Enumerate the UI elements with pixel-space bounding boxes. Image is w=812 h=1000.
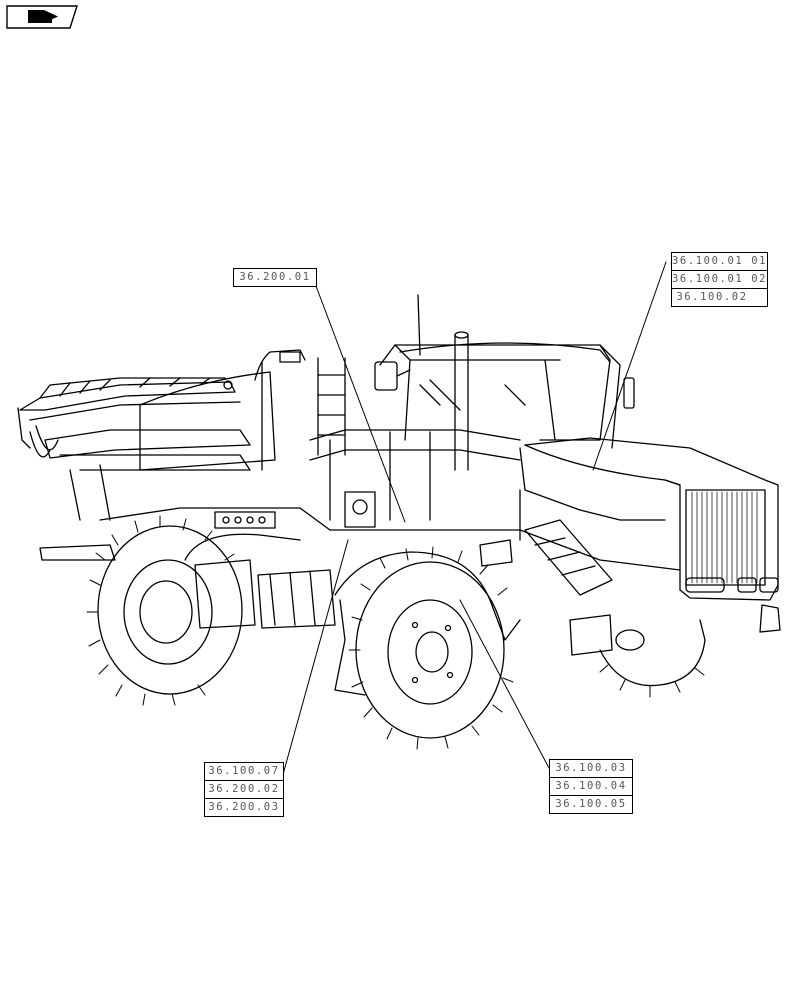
navigate-arrow-icon[interactable] xyxy=(6,5,78,29)
ref-36-200-02[interactable]: 36.200.02 xyxy=(205,781,283,799)
ref-36-100-05[interactable]: 36.100.05 xyxy=(555,798,627,810)
ref-36-100-01-02[interactable]: 36.100.01 02 xyxy=(672,271,767,289)
chassis xyxy=(39,491,681,696)
ref-36-100-02[interactable]: 36.100.02 xyxy=(676,291,748,303)
ref-36-200-03[interactable]: 36.200.03 xyxy=(208,801,280,813)
ref-36-100-07[interactable]: 36.100.07 xyxy=(205,763,283,781)
cab xyxy=(374,294,635,471)
folded-boom xyxy=(17,377,251,521)
ladder xyxy=(317,357,346,456)
front-wheel xyxy=(348,546,514,750)
ref-36-200-01[interactable]: 36.200.01 xyxy=(239,271,311,283)
right-wheel xyxy=(599,619,706,698)
product-tank xyxy=(139,349,306,471)
ref-36-100-01-01[interactable]: 36.100.01 01 xyxy=(672,253,767,271)
rear-wheel xyxy=(86,515,243,706)
handrail xyxy=(309,429,521,521)
ref-36-100-03[interactable]: 36.100.03 xyxy=(550,760,632,778)
callout-group-bottom-right: 36.100.03 36.100.04 36.100.05 xyxy=(549,759,633,814)
callout-group-top-right: 36.100.01 01 36.100.01 02 36.100.02 xyxy=(671,252,768,307)
ref-36-100-04[interactable]: 36.100.04 xyxy=(550,778,632,796)
engine-hood xyxy=(519,437,781,633)
callout-group-top-left: 36.200.01 xyxy=(233,268,317,287)
callout-group-bottom-left: 36.100.07 36.200.02 36.200.03 xyxy=(204,762,284,817)
leader-lines xyxy=(281,261,667,779)
